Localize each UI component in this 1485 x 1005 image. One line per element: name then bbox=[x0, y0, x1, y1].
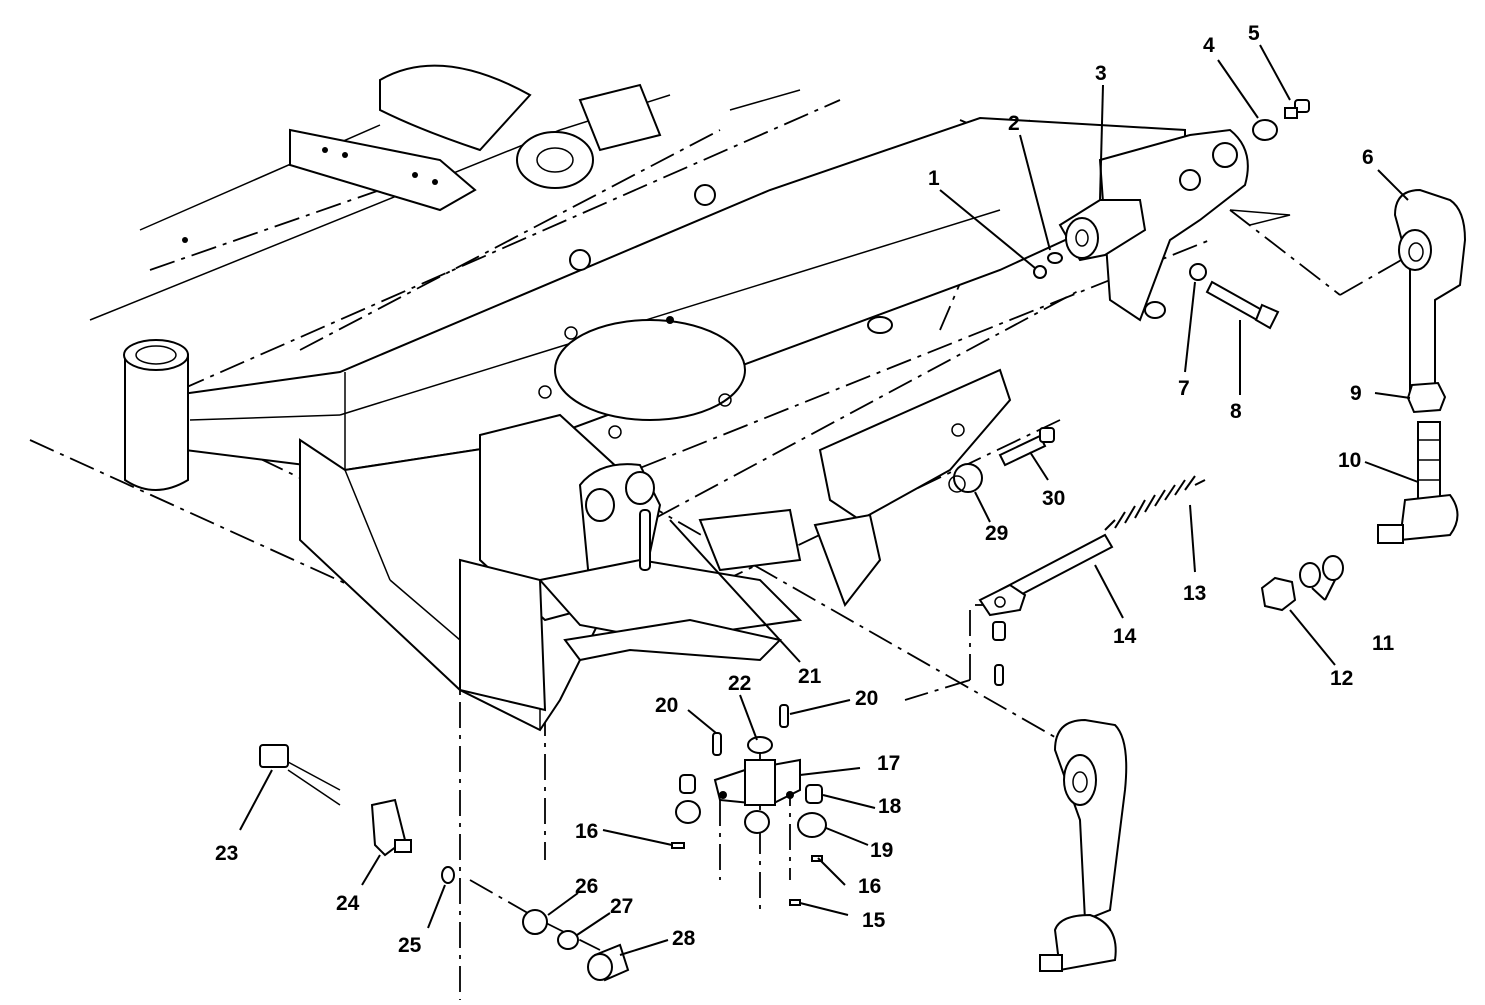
callout-18: 18 bbox=[878, 795, 902, 818]
part-20-pin-b bbox=[779, 704, 789, 728]
part-27-washer bbox=[557, 930, 579, 950]
callout-20b: 20 bbox=[855, 687, 878, 710]
callout-24: 24 bbox=[336, 892, 360, 915]
callout-29: 29 bbox=[985, 522, 1008, 545]
callout-25: 25 bbox=[398, 934, 422, 957]
callout-5: 5 bbox=[1248, 22, 1260, 45]
part-19-spacer bbox=[797, 812, 827, 838]
callout-1: 1 bbox=[928, 167, 940, 190]
part-6-rod-end bbox=[1393, 188, 1467, 402]
rod-end-lower bbox=[1039, 718, 1128, 972]
callout-3: 3 bbox=[1095, 62, 1107, 85]
part-9-nut bbox=[1406, 381, 1447, 414]
callout-27: 27 bbox=[610, 895, 633, 918]
mower-frame bbox=[89, 64, 1291, 732]
callout-6: 6 bbox=[1362, 146, 1374, 169]
part-7-nut bbox=[1189, 263, 1207, 281]
part-20-pin-a bbox=[712, 732, 722, 756]
bushing bbox=[679, 774, 696, 794]
callout-19: 19 bbox=[870, 839, 893, 862]
part-24-switch bbox=[370, 798, 412, 857]
part-16-pin-b bbox=[811, 855, 823, 862]
part-5-screw bbox=[1284, 99, 1310, 119]
callout-2: 2 bbox=[1008, 112, 1020, 135]
part-12-nut bbox=[1260, 576, 1297, 612]
callout-11: 11 bbox=[1372, 632, 1395, 655]
callout-16a: 16 bbox=[575, 820, 598, 843]
callout-8: 8 bbox=[1230, 400, 1242, 423]
part-10-ball-joint bbox=[1377, 421, 1459, 544]
part-21-pin bbox=[639, 509, 651, 571]
callout-13: 13 bbox=[1183, 582, 1206, 605]
pin bbox=[992, 621, 1006, 641]
callout-20a: 20 bbox=[655, 694, 678, 717]
callout-9: 9 bbox=[1350, 382, 1362, 405]
part-15-pin bbox=[789, 899, 801, 906]
callout-17: 17 bbox=[877, 752, 900, 775]
callout-16b: 16 bbox=[858, 875, 881, 898]
callout-21: 21 bbox=[798, 665, 822, 688]
parts bbox=[259, 99, 1467, 982]
part-1-nut bbox=[1033, 265, 1047, 279]
part-23-connector bbox=[259, 744, 341, 806]
spacer bbox=[744, 810, 770, 834]
part-28-knob bbox=[587, 943, 630, 982]
callout-23: 23 bbox=[215, 842, 238, 865]
part-25-clip bbox=[441, 866, 455, 884]
callout-10: 10 bbox=[1338, 449, 1361, 472]
callout-26: 26 bbox=[575, 875, 598, 898]
part-17-block bbox=[713, 736, 801, 807]
part-2-washer bbox=[1047, 252, 1063, 264]
part-30-bolt bbox=[998, 427, 1055, 467]
callout-30: 30 bbox=[1042, 487, 1065, 510]
callout-12: 12 bbox=[1330, 667, 1353, 690]
spacer bbox=[675, 800, 701, 824]
part-16-pin-a bbox=[671, 842, 685, 849]
leader-lines bbox=[239, 44, 1419, 956]
part-4-washer bbox=[1252, 119, 1278, 141]
part-11-washers bbox=[1299, 555, 1344, 588]
callout-labels: 1 2 3 4 5 6 7 8 9 10 11 12 13 14 15 16 1… bbox=[215, 22, 1395, 957]
callout-15: 15 bbox=[862, 909, 886, 932]
part-14-rod bbox=[978, 533, 1114, 617]
callout-4: 4 bbox=[1203, 34, 1215, 57]
part-18-bushing bbox=[805, 784, 823, 804]
callout-22: 22 bbox=[728, 672, 751, 695]
part-29-bushing bbox=[948, 463, 983, 493]
pin bbox=[994, 664, 1004, 686]
part-8-bolt bbox=[1205, 280, 1280, 330]
callout-7: 7 bbox=[1178, 377, 1190, 400]
callout-28: 28 bbox=[672, 927, 696, 950]
callout-14: 14 bbox=[1113, 625, 1137, 648]
part-13-spring bbox=[1104, 475, 1206, 531]
part-26-nut bbox=[522, 909, 548, 935]
